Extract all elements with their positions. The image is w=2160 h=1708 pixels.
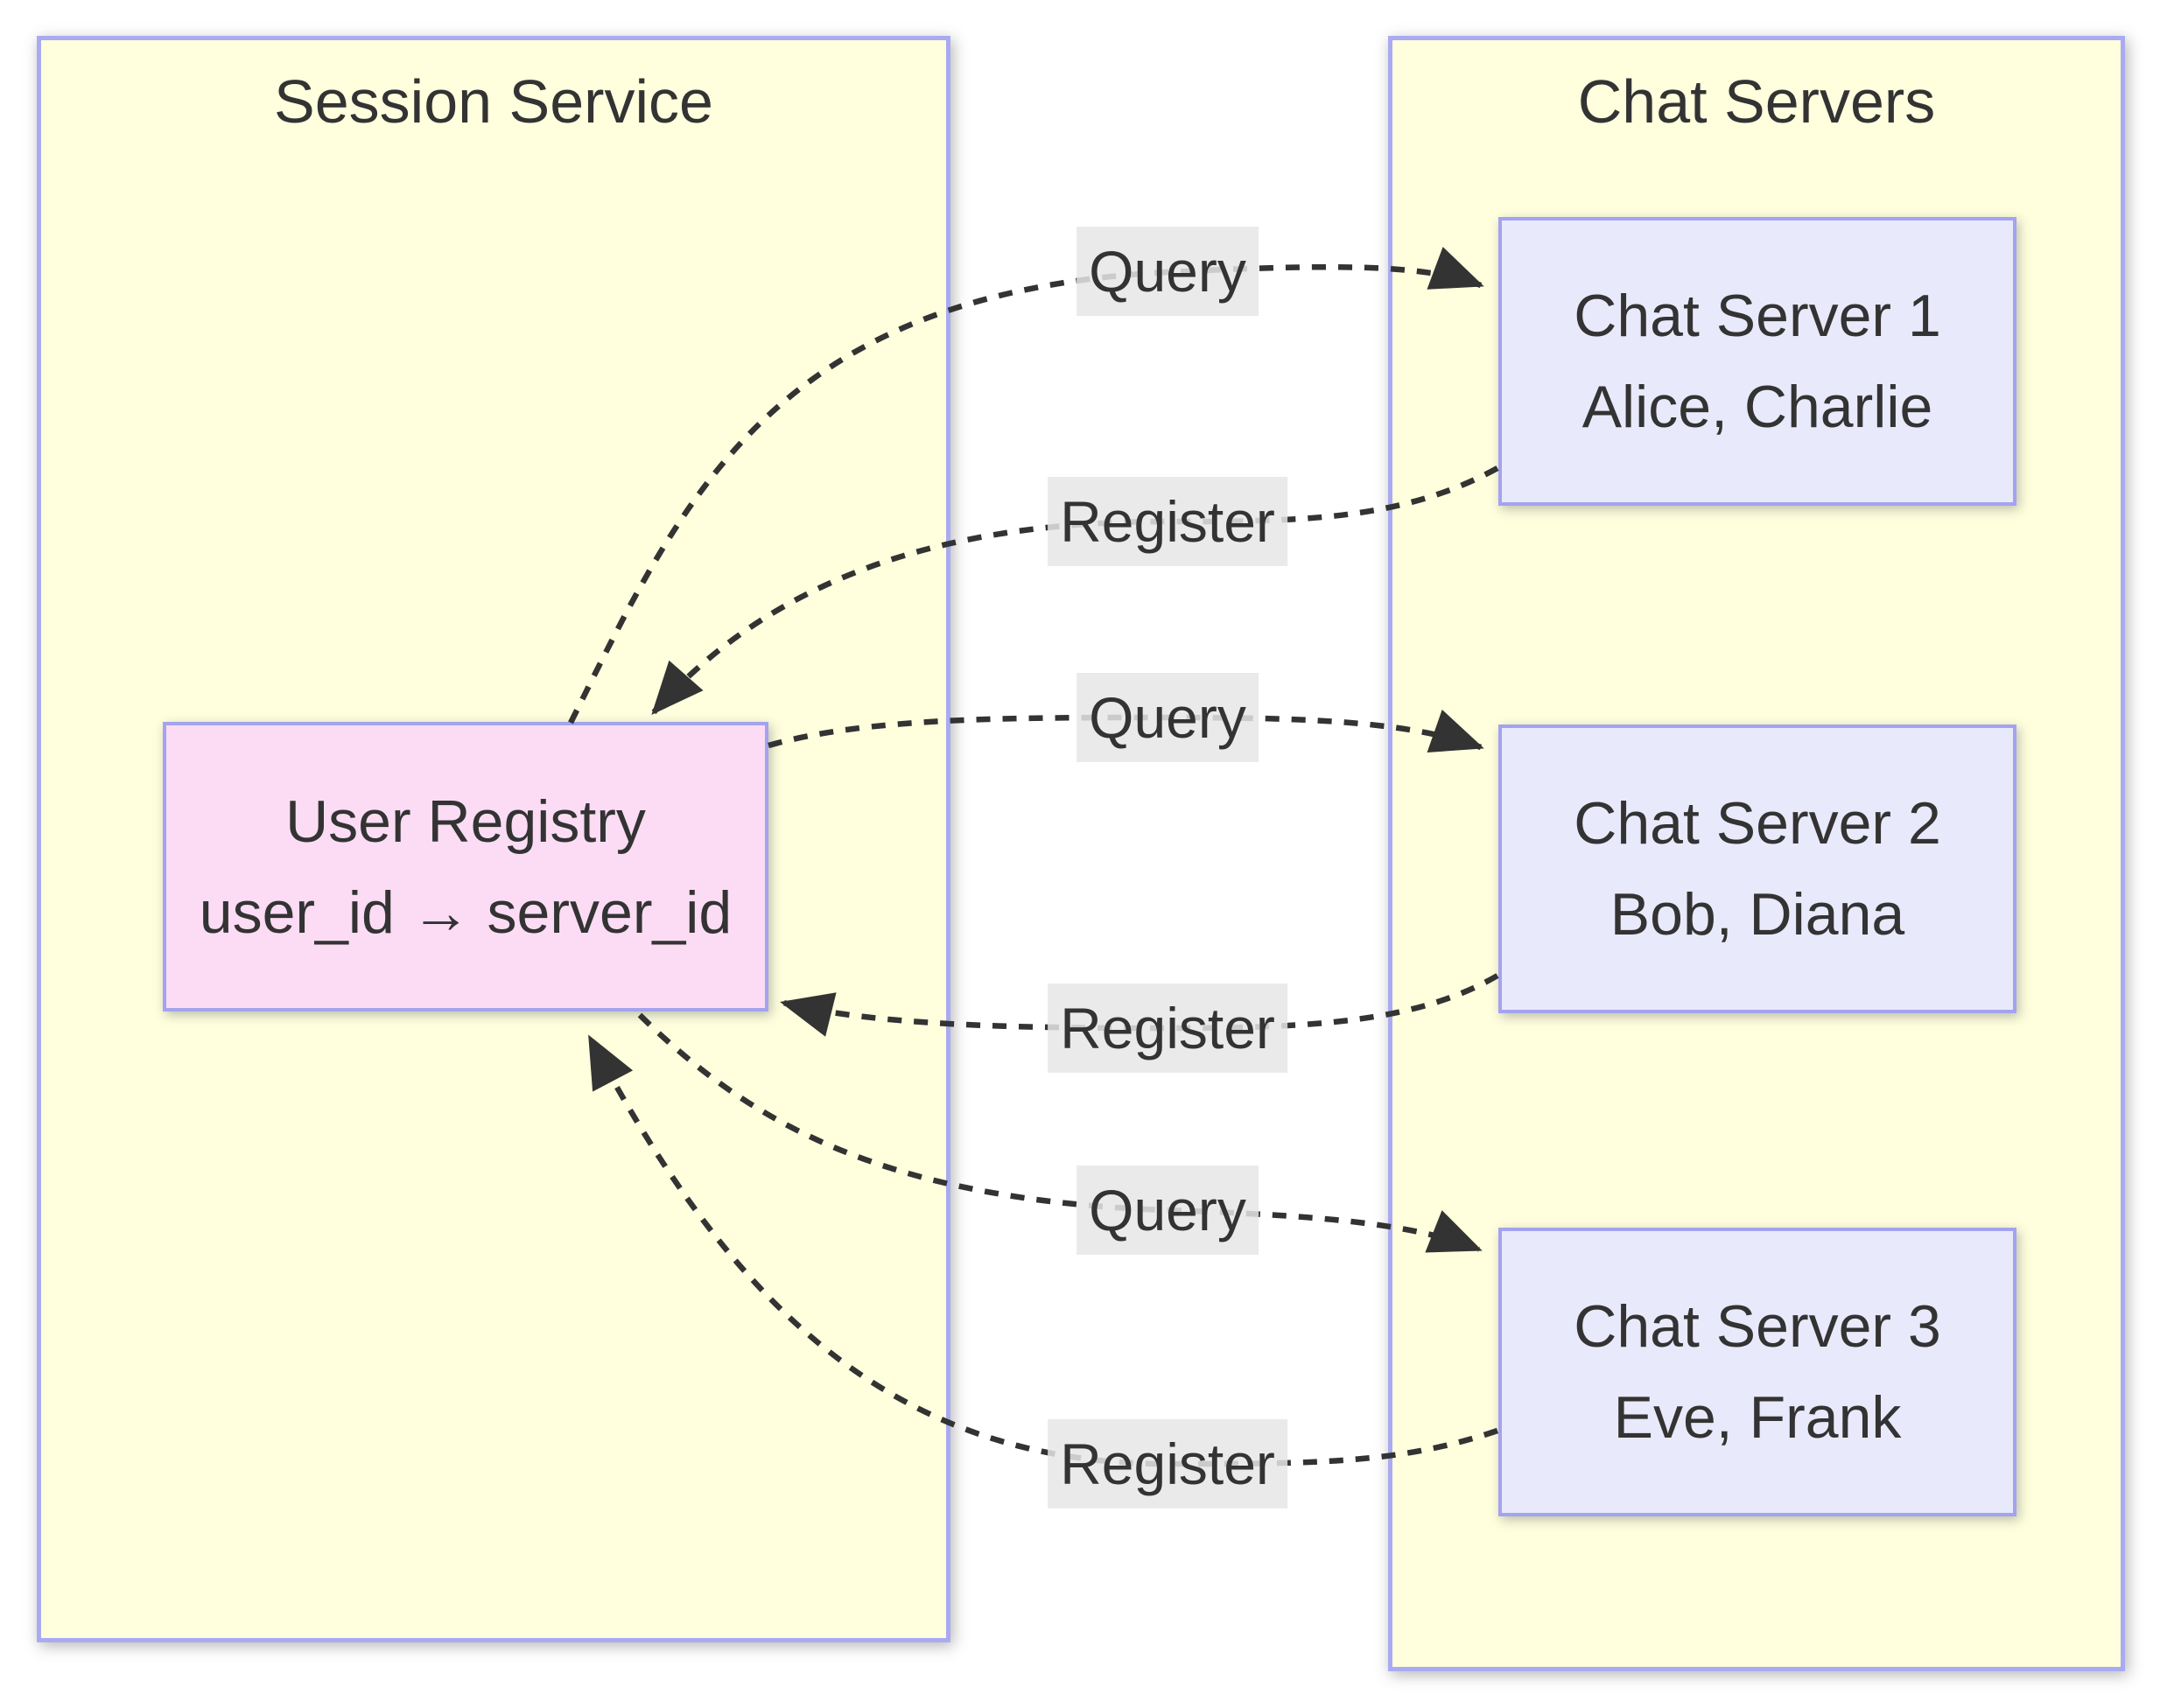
user-registry-title: User Registry <box>285 788 646 855</box>
chat-server-3-node: Chat Server 3 Eve, Frank <box>1498 1228 2016 1516</box>
edge-label-register-2: Register <box>1048 984 1287 1073</box>
edge-label-query-2: Query <box>1076 673 1259 762</box>
edge-label-register-1: Register <box>1048 477 1287 566</box>
user-registry-mapping: user_id → server_id <box>199 878 733 946</box>
chat-servers-title: Chat Servers <box>1577 67 1936 136</box>
chat-server-1-node: Chat Server 1 Alice, Charlie <box>1498 217 2016 506</box>
edge-label-query-1: Query <box>1076 227 1259 316</box>
chat-server-2-node: Chat Server 2 Bob, Diana <box>1498 724 2016 1013</box>
session-service-title: Session Service <box>274 67 713 136</box>
chat-server-1-users: Alice, Charlie <box>1581 374 1933 440</box>
chat-server-2-users: Bob, Diana <box>1609 881 1905 948</box>
chat-server-3-users: Eve, Frank <box>1613 1384 1902 1451</box>
chat-server-1-title: Chat Server 1 <box>1574 283 1941 349</box>
edge-label-register-3: Register <box>1048 1419 1287 1508</box>
user-registry-node: User Registry user_id → server_id <box>163 722 768 1012</box>
chat-server-3-title: Chat Server 3 <box>1574 1293 1941 1360</box>
edge-label-query-3: Query <box>1076 1166 1259 1255</box>
chat-server-2-title: Chat Server 2 <box>1574 790 1941 857</box>
